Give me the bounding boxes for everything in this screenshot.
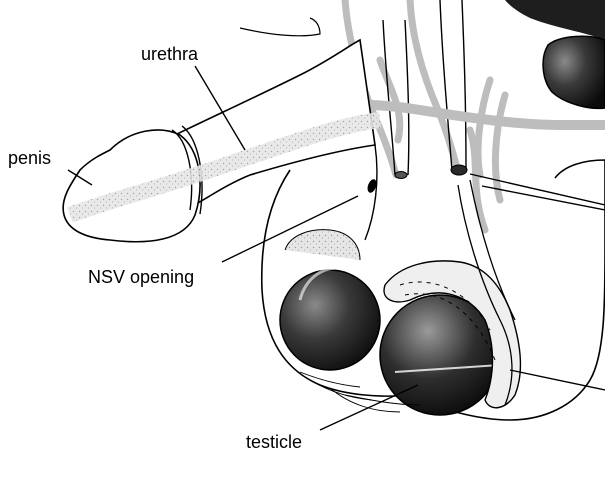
bladder-shape — [505, 0, 605, 108]
testicle-left — [280, 270, 380, 370]
nsv-opening-label: NSV opening — [88, 268, 194, 286]
vas-opening — [451, 165, 467, 175]
testicle-label: testicle — [246, 433, 302, 451]
penis-label: penis — [8, 149, 51, 167]
vas-opening-left — [395, 172, 407, 179]
urethra-label: urethra — [141, 45, 198, 63]
right-leader-line-1 — [470, 174, 605, 205]
